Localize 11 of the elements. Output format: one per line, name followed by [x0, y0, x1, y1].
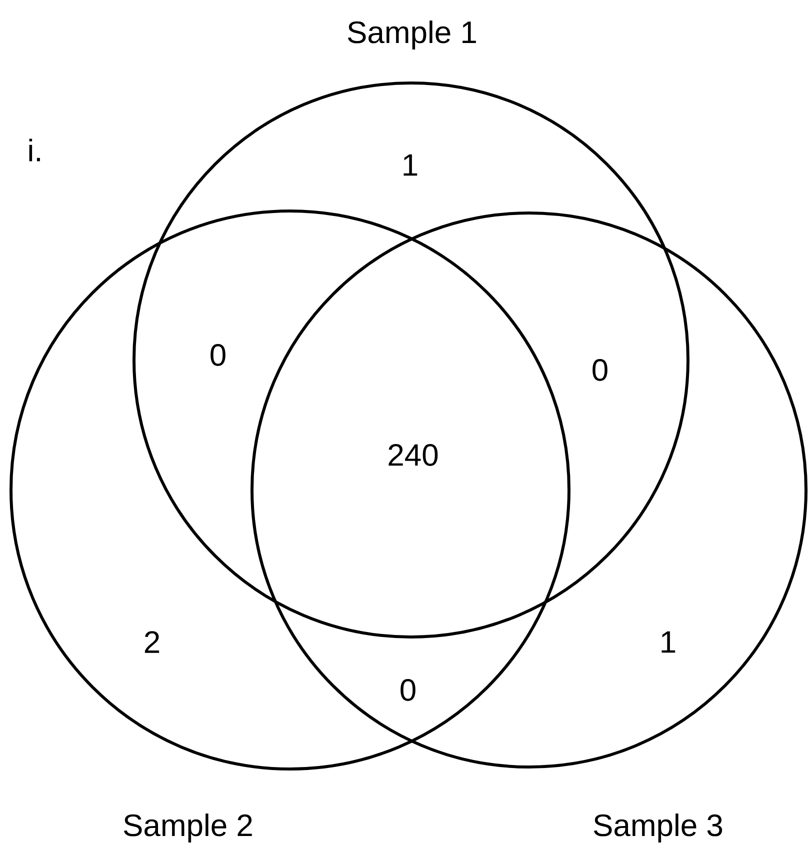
count-label: 0	[592, 359, 608, 381]
panel-letter: i.	[29, 138, 40, 162]
set-label: Sample 3	[594, 814, 722, 842]
count-label: 0	[210, 344, 226, 366]
set-label: Sample 2	[124, 814, 252, 842]
set-label: Sample 1	[348, 20, 476, 50]
count-label: 0	[400, 679, 416, 701]
count-label: 1	[404, 154, 418, 176]
count-label: 1	[662, 631, 676, 653]
count-label: 240	[388, 444, 438, 466]
count-label: 2	[144, 631, 160, 653]
